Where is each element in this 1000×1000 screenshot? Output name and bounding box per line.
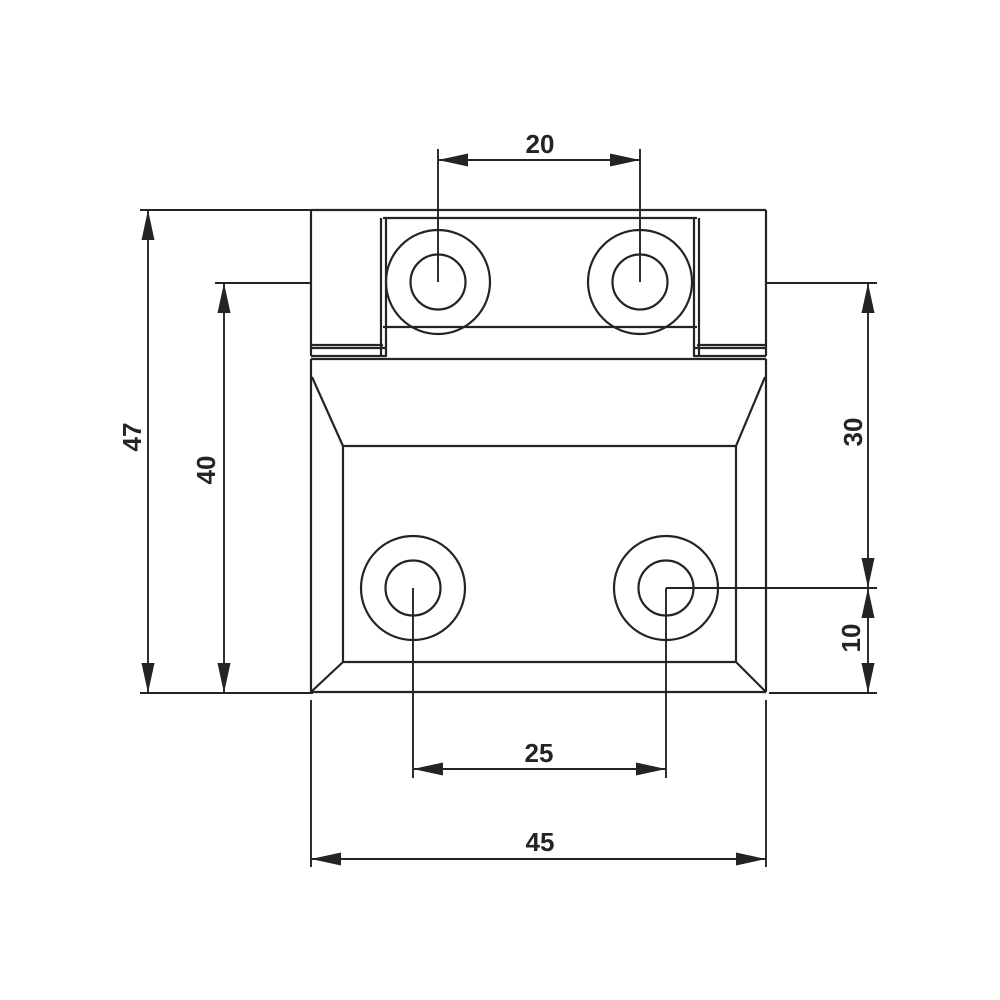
dim-label-47: 47: [117, 423, 147, 452]
dimension-overall-width: 45: [310, 700, 767, 867]
arrowhead-right: [736, 852, 766, 866]
dimension-top-hole-spacing: 20: [437, 129, 641, 282]
arrowhead-left: [311, 852, 341, 866]
arrowhead-down: [217, 663, 231, 693]
arrowhead-right: [610, 153, 640, 167]
arrowhead-left: [438, 153, 468, 167]
dimension-overall-height: 47: [117, 209, 313, 694]
arrowhead-up: [141, 210, 155, 240]
dim-label-40: 40: [191, 456, 221, 485]
chamfer-bottom-left: [311, 661, 344, 692]
arrowhead-left: [413, 762, 443, 776]
arrowhead-up: [861, 588, 875, 618]
dim-label-25: 25: [525, 738, 554, 768]
chamfer-top-right: [734, 376, 767, 447]
dim-label-10: 10: [836, 624, 866, 653]
lower-leaf: [309, 357, 768, 694]
dimension-bottom-hole-spacing: 25: [412, 588, 667, 778]
dimension-upper-hole-to-bottom: 40: [191, 282, 311, 693]
dim-label-20: 20: [526, 129, 555, 159]
chamfer-bottom-right: [735, 661, 766, 692]
arrowhead-right: [636, 762, 666, 776]
arrowhead-down: [141, 663, 155, 693]
dim-label-30: 30: [838, 418, 868, 447]
arrowhead-up: [861, 283, 875, 313]
arrowhead-down: [861, 663, 875, 693]
dimension-lower-hole-to-bottom: 10: [769, 588, 877, 694]
arrowhead-down: [861, 558, 875, 588]
dim-label-45: 45: [526, 827, 555, 857]
arrowhead-up: [217, 283, 231, 313]
chamfer-top-left: [310, 376, 345, 447]
part-outline: [309, 208, 768, 694]
dimension-hole-row-spacing: 30: [666, 282, 877, 589]
upper-leaf: [309, 208, 768, 358]
